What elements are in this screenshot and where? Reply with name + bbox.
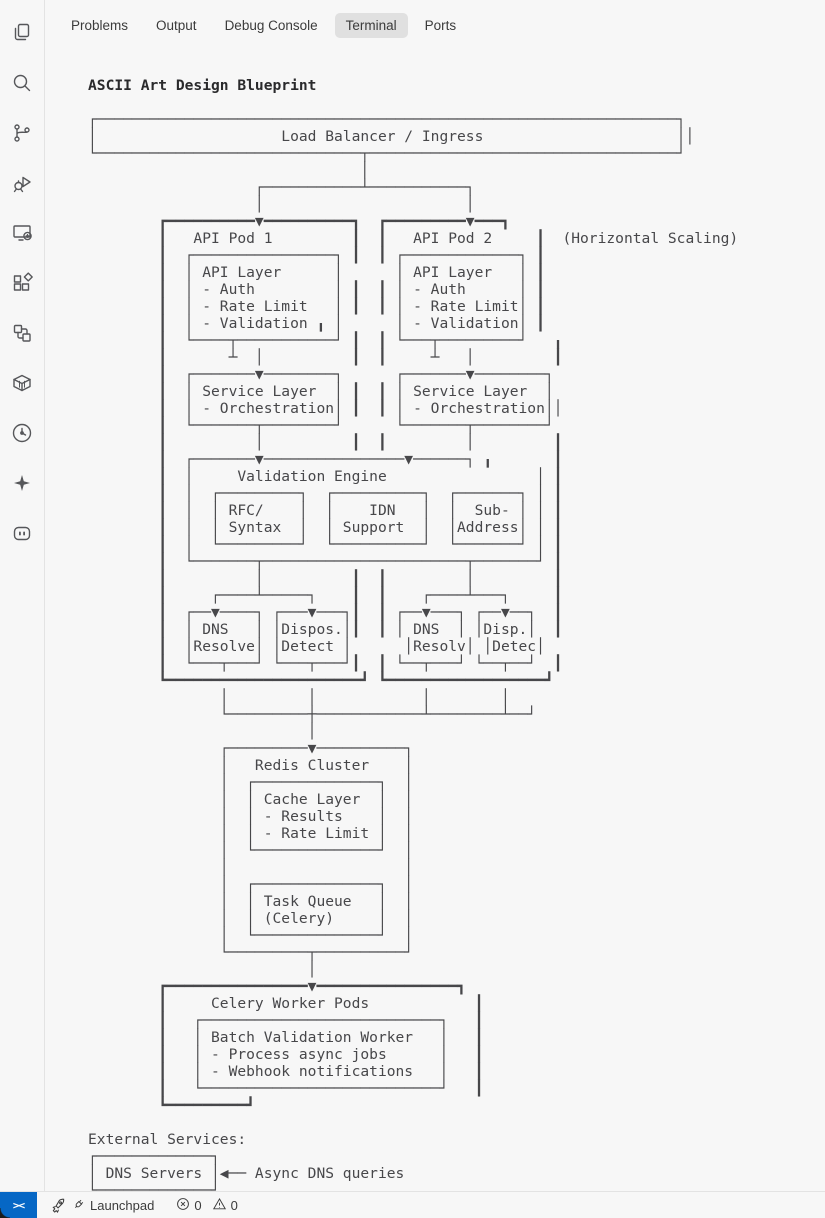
status-bar: >< Launchpad 0 xyxy=(0,1191,825,1218)
chat-robot-icon[interactable] xyxy=(0,508,45,558)
sparkle-icon[interactable] xyxy=(0,458,45,508)
activity-bar xyxy=(0,0,45,1192)
panel-tab-bar: Problems Output Debug Console Terminal Ports xyxy=(46,0,825,50)
container-icon[interactable] xyxy=(0,358,45,408)
terminal-output-title: ASCII Art Design Blueprint xyxy=(88,77,317,94)
tab-debug-console[interactable]: Debug Console xyxy=(224,17,318,33)
problems-status-button[interactable]: 0 0 xyxy=(176,1197,243,1214)
plug-icon xyxy=(71,1198,85,1212)
error-count: 0 xyxy=(194,1197,202,1213)
run-debug-icon[interactable] xyxy=(0,158,45,208)
tab-output[interactable]: Output xyxy=(156,17,197,33)
tab-problems[interactable]: Problems xyxy=(71,17,129,33)
tab-ports[interactable]: Ports xyxy=(424,17,457,33)
explorer-icon[interactable] xyxy=(0,8,45,58)
window-corner xyxy=(0,1208,10,1218)
tab-terminal[interactable]: Terminal xyxy=(334,12,408,38)
ascii-architecture-diagram: ┌───────────────────────────────────────… xyxy=(88,111,739,1199)
error-icon xyxy=(176,1197,190,1214)
timeline-icon[interactable] xyxy=(0,408,45,458)
remote-explorer-icon[interactable] xyxy=(0,208,45,258)
launchpad-button[interactable]: Launchpad xyxy=(51,1198,154,1213)
warning-count: 0 xyxy=(230,1197,238,1213)
launchpad-label: Launchpad xyxy=(90,1197,155,1213)
symbols-icon[interactable] xyxy=(0,308,45,358)
extensions-icon[interactable] xyxy=(0,258,45,308)
terminal-panel[interactable]: ASCII Art Design Blueprint ┌────────────… xyxy=(46,0,825,1199)
search-icon[interactable] xyxy=(0,58,45,108)
warning-icon xyxy=(212,1197,227,1214)
remote-icon: >< xyxy=(12,1198,25,1212)
rocket-icon xyxy=(51,1198,66,1213)
source-control-icon[interactable] xyxy=(0,108,45,158)
